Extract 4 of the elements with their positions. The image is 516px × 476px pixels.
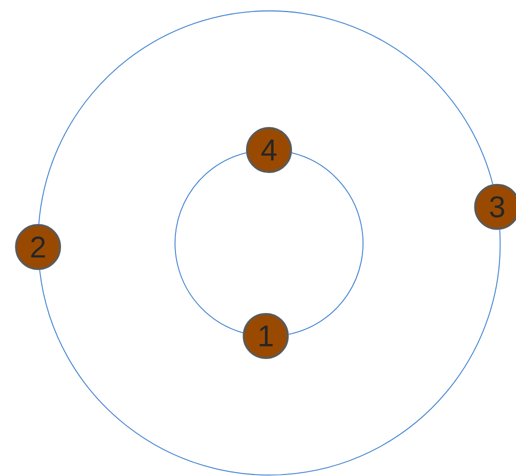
arc-line [174,152,247,334]
arc-line [39,229,500,476]
arc-line [38,10,494,224]
arc-line [288,152,364,335]
